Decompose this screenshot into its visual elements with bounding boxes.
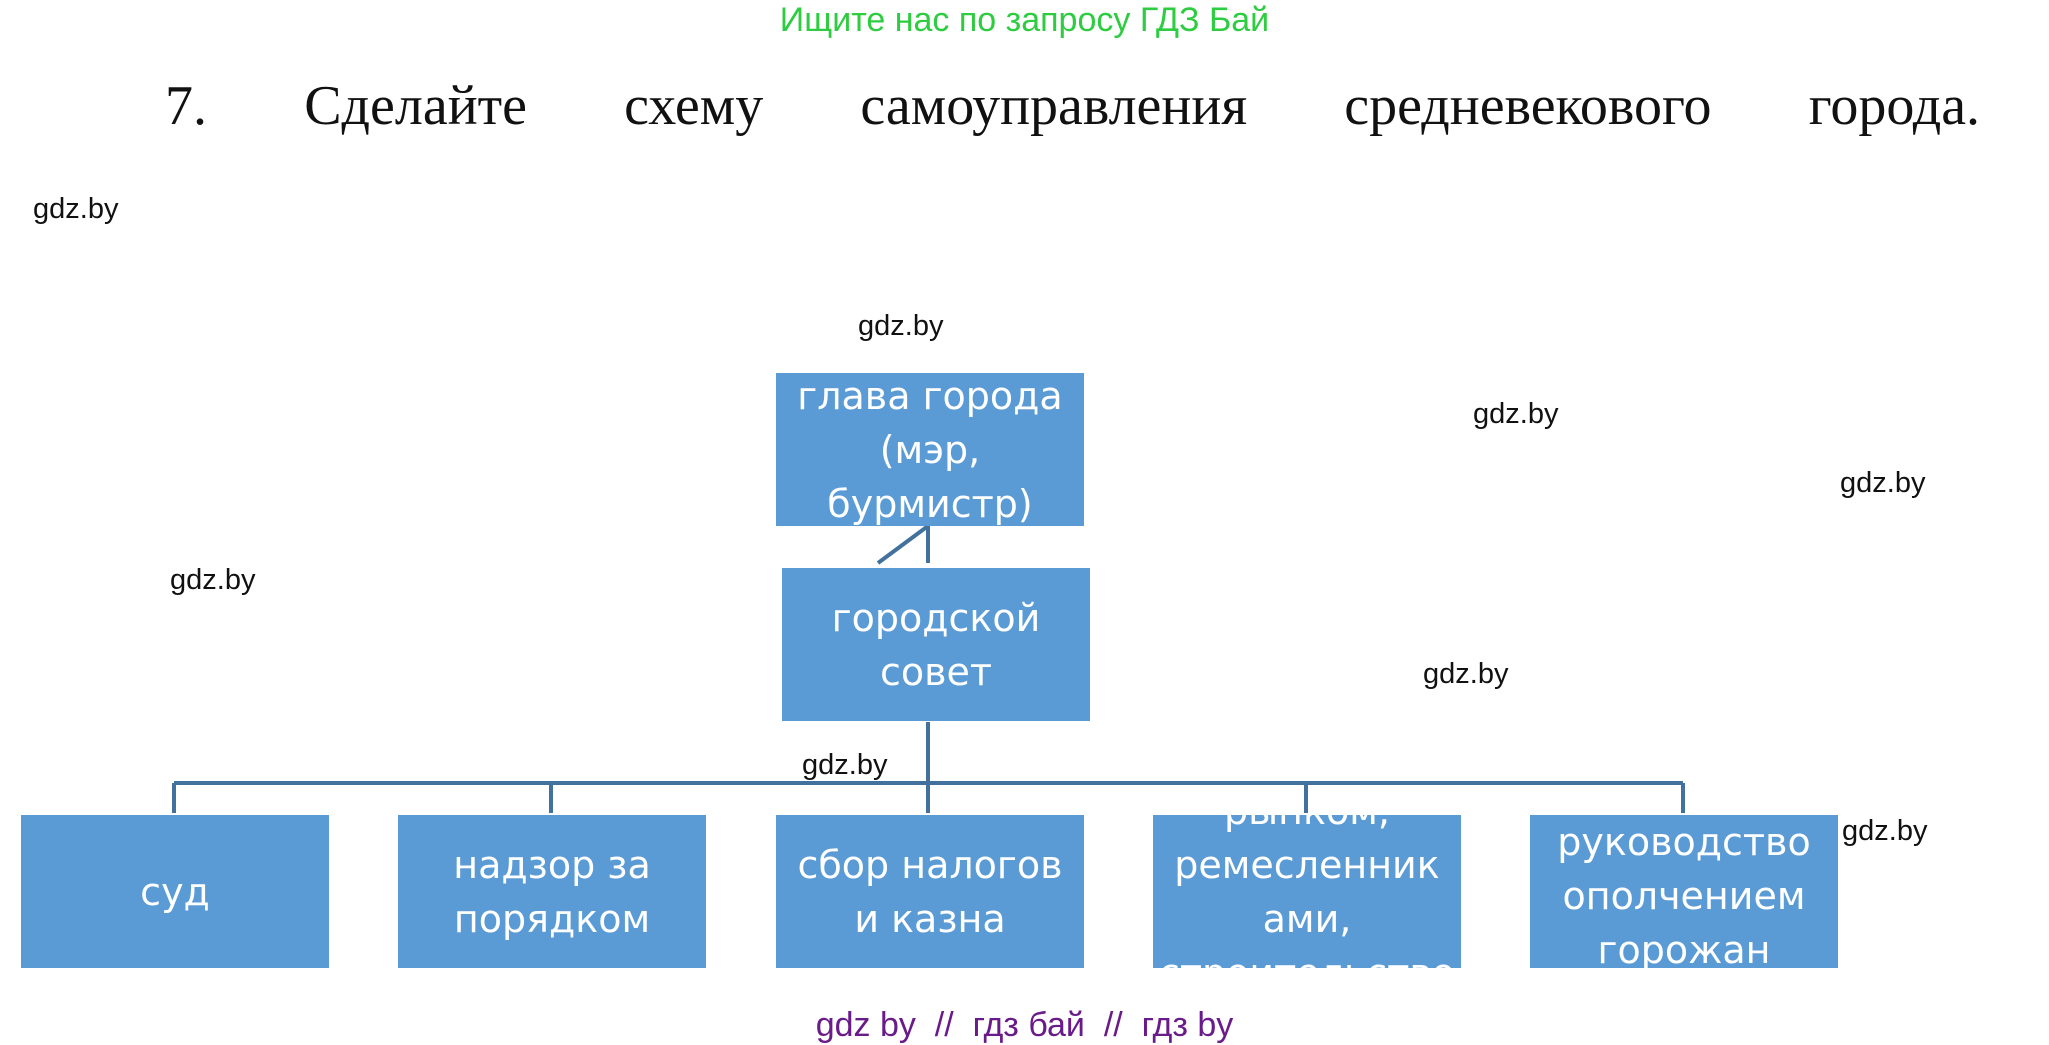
node-militia: руководство ополчением горожан [1530,815,1838,968]
watermark: gdz.by [170,564,256,596]
task-word: Сделайте [304,75,527,137]
task-word: самоуправления [860,75,1248,137]
task-word: схему [624,75,764,137]
watermark: gdz.by [1842,815,1928,847]
search-banner: Ищите нас по запросу ГДЗ Бай [779,1,1270,39]
task-word: средневекового [1344,75,1712,137]
node-court: суд [21,815,329,968]
task-number: 7. [165,75,207,137]
footer-links: gdz by // гдз бай // гдз by [815,1006,1234,1044]
watermark: gdz.by [1473,398,1559,430]
watermark: gdz.by [33,193,119,225]
connector-head-council-diagonal [876,524,930,565]
node-market-crafts: рынком, ремесленник ами, строительство [1153,815,1461,968]
watermark: gdz.by [1840,467,1926,499]
node-city-head: глава города (мэр, бурмистр) [776,373,1084,526]
node-taxes-treasury: сбор налогов и казна [776,815,1084,968]
watermark: gdz.by [858,310,944,342]
node-order-supervision: надзор за порядком [398,815,706,968]
task-word: города. [1808,75,1981,137]
watermark: gdz.by [1423,658,1509,690]
node-city-council: городской совет [782,568,1090,721]
watermark: gdz.by [802,749,888,781]
task-heading: 7. Сделайте схему самоуправления среднев… [165,70,1980,142]
